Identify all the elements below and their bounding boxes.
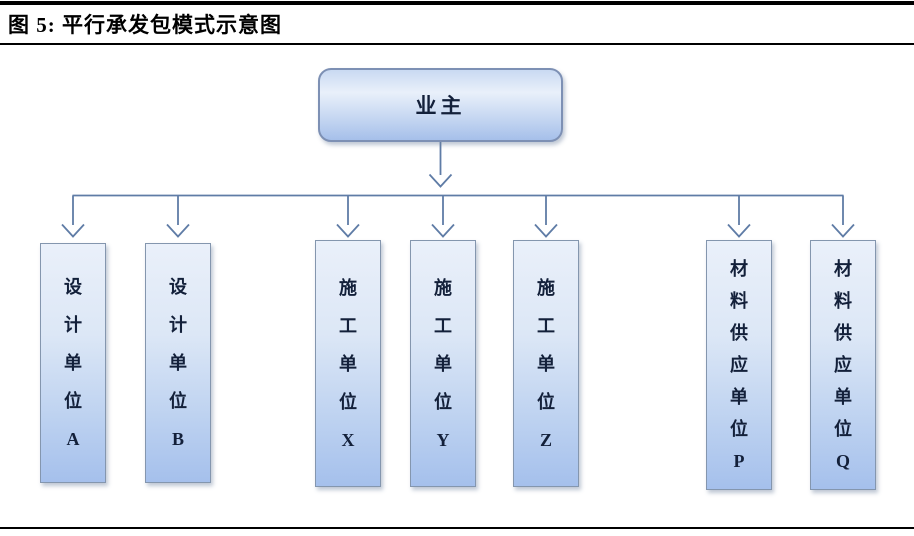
node-material-supplier-p-label: 材料供应单位P <box>730 259 748 471</box>
node-construction-unit-y-label: 施工单位Y <box>434 277 452 450</box>
arrowhead-unit-a-icon <box>61 223 85 238</box>
arrowhead-unit-z-icon <box>534 223 558 238</box>
bottom-rule <box>0 527 914 529</box>
node-material-supplier-p: 材料供应单位P <box>706 240 772 490</box>
node-owner: 业主 <box>318 68 563 142</box>
node-construction-unit-z-label: 施工单位Z <box>537 277 555 450</box>
node-material-supplier-q-label: 材料供应单位Q <box>834 259 852 471</box>
arrowhead-unit-y-icon <box>431 223 455 238</box>
arrowhead-unit-p-icon <box>727 223 751 238</box>
arrowhead-unit-x-icon <box>336 223 360 238</box>
node-design-unit-a: 设计单位A <box>40 243 106 483</box>
arrowhead-unit-q-icon <box>831 223 855 238</box>
node-construction-unit-x-label: 施工单位X <box>339 277 357 450</box>
node-design-unit-b-label: 设计单位B <box>169 277 187 449</box>
top-rule <box>0 1 914 5</box>
figure-caption: 图 5: 平行承发包模式示意图 <box>8 13 282 37</box>
node-design-unit-b: 设计单位B <box>145 243 211 483</box>
node-construction-unit-z: 施工单位Z <box>513 240 579 487</box>
node-construction-unit-x: 施工单位X <box>315 240 381 487</box>
caption-underline <box>0 43 914 45</box>
node-material-supplier-q: 材料供应单位Q <box>810 240 876 490</box>
node-owner-label: 业主 <box>415 94 466 118</box>
node-construction-unit-y: 施工单位Y <box>410 240 476 487</box>
arrowhead-unit-b-icon <box>166 223 190 238</box>
node-design-unit-a-label: 设计单位A <box>64 277 82 449</box>
owner-arrowhead-icon <box>428 173 453 188</box>
